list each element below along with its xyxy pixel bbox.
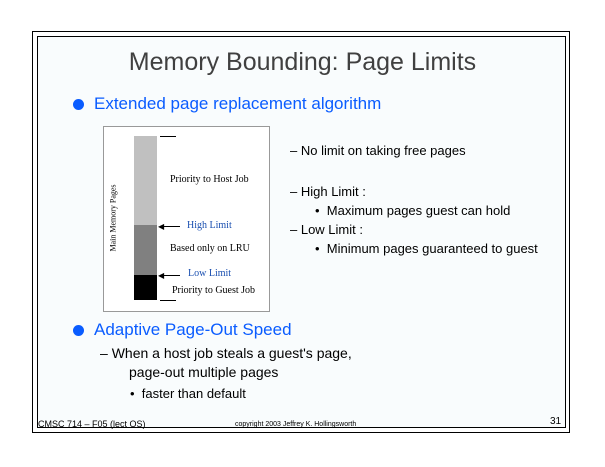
- y-axis-label: Main Memory Pages: [108, 184, 118, 252]
- arrow-head-icon: ◀: [158, 271, 165, 280]
- arrow-head-icon: ◀: [158, 222, 165, 231]
- low-limit-label: Low Limit: [188, 268, 232, 279]
- high-limit-label: High Limit: [187, 220, 232, 231]
- right-item-3: Low Limit :: [300, 222, 363, 237]
- slide-outer-border: [32, 31, 570, 433]
- bullet-2-sub: When a host job steals a guest's page,: [111, 345, 352, 361]
- right-item-1: No limit on taking free pages: [300, 143, 466, 158]
- right-subitem-2: Maximum pages guest can hold: [326, 203, 511, 218]
- footer-course: CMSC 714 – F05 (lect OS): [38, 419, 146, 429]
- guest-region: [134, 275, 157, 300]
- page-number: 31: [550, 416, 562, 427]
- top-tick: [160, 136, 176, 137]
- region-label-guest: Priority to Guest Job: [172, 285, 256, 296]
- footer-copyright: copyright 2003 Jeffrey K. Hollingsworth: [235, 421, 357, 428]
- memory-diagram: [103, 126, 270, 312]
- bullet-icon: [73, 99, 84, 110]
- lru-region: [134, 225, 157, 275]
- region-label-lru: Based only on LRU: [170, 243, 250, 254]
- bullet-2: Adaptive Page-Out Speed: [94, 320, 292, 339]
- bullet-2-sub-cont: page-out multiple pages: [129, 364, 279, 380]
- region-label-host: Priority to Host Job: [170, 174, 249, 185]
- host-region: [134, 136, 157, 225]
- right-subitem-3: Minimum pages guaranteed to guest: [326, 241, 538, 256]
- low-limit-arrow: [160, 275, 180, 276]
- bullet-1: Extended page replacement algorithm: [94, 94, 382, 113]
- bullet-2-subsub: faster than default: [141, 386, 246, 401]
- bullet-icon: [73, 325, 84, 336]
- bottom-tick: [160, 300, 176, 301]
- right-item-2: High Limit :: [300, 184, 366, 199]
- high-limit-arrow: [160, 226, 180, 227]
- slide-title: Memory Bounding: Page Limits: [128, 48, 477, 76]
